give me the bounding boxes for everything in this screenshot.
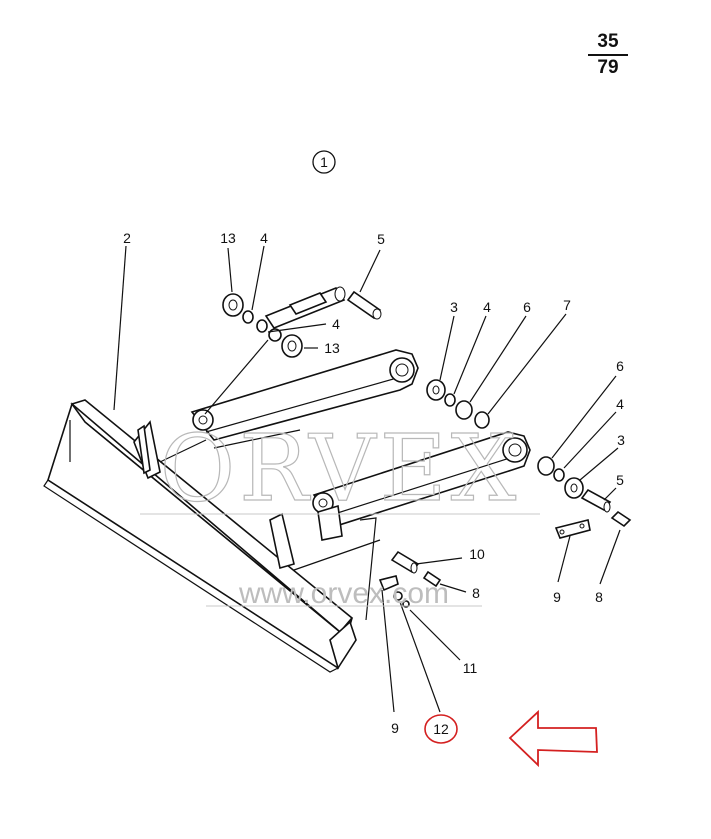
callout-4-right-upper: 4 <box>483 299 491 315</box>
right-push-arm <box>312 431 531 541</box>
top-pin-assembly <box>222 286 382 358</box>
callout-9-right: 9 <box>553 589 561 605</box>
callout-numbers: 2 13 4 5 4 13 3 4 6 7 6 4 3 5 9 8 10 8 1… <box>123 230 625 736</box>
callout-6-upper: 6 <box>523 299 531 315</box>
callout-3-right: 3 <box>617 432 625 448</box>
callout-8-lower: 8 <box>472 585 480 601</box>
page-number-total: 79 <box>588 54 628 80</box>
callout-3-left: 3 <box>450 299 458 315</box>
callout-4-right-lower: 4 <box>616 396 624 412</box>
page-number-current: 35 <box>597 31 619 52</box>
highlight-arrow-icon <box>508 709 598 768</box>
callout-12: 12 <box>433 721 449 737</box>
page-number: 35 79 <box>588 30 628 80</box>
callout-10: 10 <box>469 546 485 562</box>
right-pin-assembly <box>426 379 632 539</box>
left-push-arm <box>159 349 419 463</box>
dozer-blade <box>43 399 357 673</box>
cross-brace <box>213 429 381 621</box>
callout-4-top: 4 <box>260 230 268 246</box>
group-marker-label: 1 <box>320 154 328 170</box>
callout-13-mid: 13 <box>324 340 340 356</box>
callout-7: 7 <box>563 297 571 313</box>
callout-5-right: 5 <box>616 472 624 488</box>
callout-4-mid: 4 <box>332 316 340 332</box>
callout-6-lower: 6 <box>616 358 624 374</box>
lower-pin-assembly <box>378 550 442 608</box>
callout-5-top: 5 <box>377 231 385 247</box>
callout-9-lower: 9 <box>391 720 399 736</box>
watermark-brand: ORVEX <box>160 415 521 522</box>
group-marker: 1 <box>312 150 336 174</box>
leader-lines <box>113 245 621 713</box>
watermark: ORVEX www.orvex.com <box>140 414 540 610</box>
callout-2: 2 <box>123 230 131 246</box>
highlighted-callout-12: 12 <box>424 714 458 744</box>
callout-11: 11 <box>463 660 478 676</box>
callout-13-top: 13 <box>220 230 236 246</box>
callout-8-right: 8 <box>595 589 603 605</box>
watermark-url: www.orvex.com <box>238 577 449 610</box>
